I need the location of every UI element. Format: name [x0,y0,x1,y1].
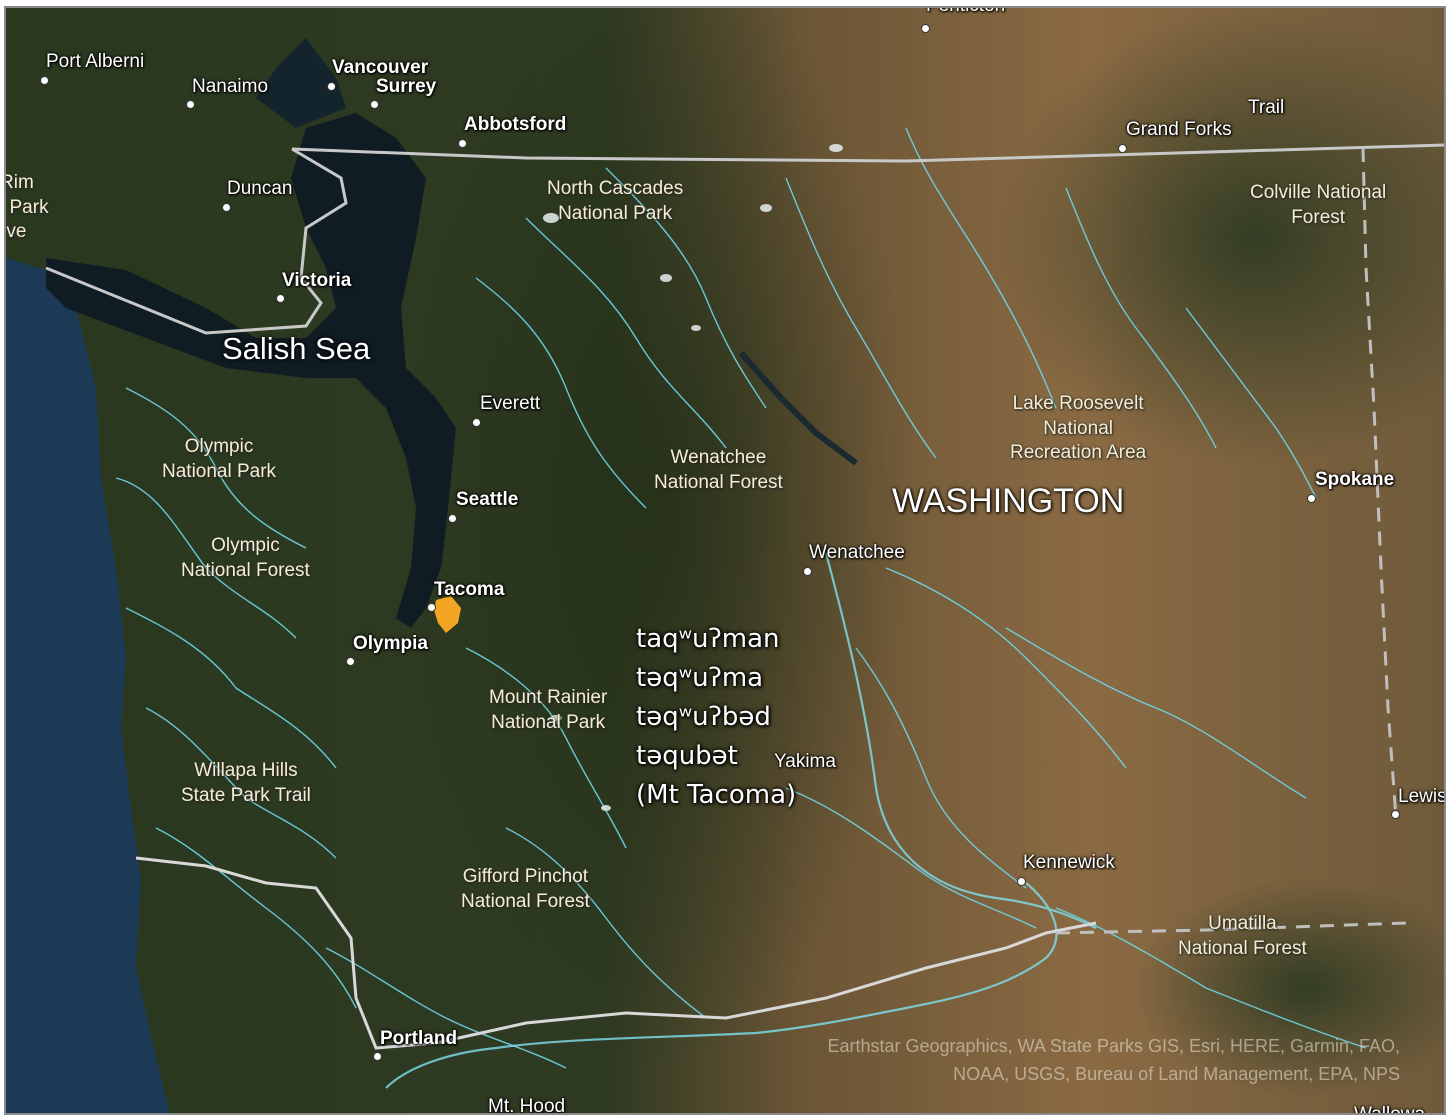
region-label: WASHINGTON [892,482,1125,520]
city-dot-penticton[interactable] [921,24,930,33]
park-label-lake-roosevelt[interactable]: Lake Roosevelt National Recreation Area [1010,393,1147,464]
park-label-gifford-pinchot[interactable]: Gifford Pinchot National Forest [461,866,590,912]
city-label-nanaimo[interactable]: Nanaimo [192,76,269,97]
northeast-forest [996,8,1444,468]
city-label-abbotsford[interactable]: Abbotsford [464,114,567,135]
blue-mountains-forest [1136,878,1444,1098]
mountain-name-list: taqʷuʔman təqʷuʔma təqʷuʔbəd təqubət (Mt… [636,620,796,815]
rivers [115,127,1367,1069]
park-label-olympic-nf[interactable]: Olympic National Forest [181,535,310,581]
city-dot-port-alberni[interactable] [40,76,49,85]
city-dot-kennewick[interactable] [1017,877,1026,886]
dashed-boundaries [1055,147,1407,935]
or-id-border [1055,921,1407,935]
mountain-name: (Mt Tacoma) [636,780,797,810]
city-dot-tacoma[interactable] [427,603,436,612]
city-label-lewis[interactable]: Lewis [1398,786,1446,807]
city-label-mt-hood[interactable]: Mt. Hood [488,1096,566,1115]
city-label-olympia[interactable]: Olympia [353,633,428,654]
city-dot-duncan[interactable] [222,203,231,212]
attribution-line: Earthstar Geographics, WA State Parks GI… [827,1036,1400,1056]
city-dot-olympia[interactable] [346,657,355,666]
city-label-vancouver[interactable]: Vancouver [332,57,429,78]
water-label: Salish Sea [222,331,371,366]
salish-sea [46,113,456,628]
city-label-wenatchee[interactable]: Wenatchee [809,542,905,563]
park-label-wenatchee-nf[interactable]: Wenatchee National Forest [654,447,783,493]
canada-us-border [291,143,1444,163]
city-label-penticton[interactable]: Penticton [926,8,1005,15]
city-dot-portland[interactable] [373,1052,382,1061]
city-label-yakima[interactable]: Yakima [774,751,836,772]
city-label-surrey[interactable]: Surrey [376,76,437,97]
mountain-name: təqubət [636,741,738,771]
park-label-colville[interactable]: Colville National Forest [1250,182,1387,228]
city-dot-everett[interactable] [472,418,481,427]
map-canvas[interactable] [6,8,1446,1115]
park-label-north-cascades[interactable]: North Cascades National Park [547,178,684,224]
cascades-forest [396,8,916,1068]
city-label-duncan[interactable]: Duncan [227,178,293,199]
major-rivers [385,552,1097,1089]
city-dot-spokane[interactable] [1307,494,1316,503]
map-attribution[interactable]: Earthstar Geographics, WA State Parks GI… [827,1032,1400,1088]
city-dot-seattle[interactable] [448,514,457,523]
city-label-victoria[interactable]: Victoria [282,270,352,291]
mountain-name: taqʷuʔman [636,624,780,654]
city-label-wallowa[interactable]: Wallowa [1354,1104,1426,1115]
strait-border [45,147,348,335]
park-label-rim-park[interactable]: Rim l Park rve [6,172,49,243]
city-dot-lewis[interactable] [1391,810,1400,819]
city-dot-wenatchee[interactable] [803,567,812,576]
city-label-grand-forks[interactable]: Grand Forks [1126,119,1232,140]
snow-peaks [543,144,843,811]
pacific-ocean [6,258,170,1113]
attribution-line: NOAA, USGS, Bureau of Land Management, E… [953,1064,1400,1084]
city-label-seattle[interactable]: Seattle [456,489,519,510]
tacoma-highlight [434,596,461,633]
boundaries [45,143,1444,1050]
city-dot-grand-forks[interactable] [1118,144,1127,153]
city-label-kennewick[interactable]: Kennewick [1023,852,1115,873]
city-dot-victoria[interactable] [276,294,285,303]
park-label-willapa-hills[interactable]: Willapa Hills State Park Trail [181,760,311,806]
city-dot-surrey[interactable] [370,100,379,109]
mountain-name: təqʷuʔma [636,663,764,693]
city-dot-abbotsford[interactable] [458,139,467,148]
city-dot-nanaimo[interactable] [186,100,195,109]
park-label-umatilla[interactable]: Umatilla National Forest [1178,913,1307,959]
city-label-everett[interactable]: Everett [480,393,541,414]
city-dot-vancouver[interactable] [327,82,336,91]
park-label-olympic-np[interactable]: Olympic National Park [162,436,277,482]
city-label-port-alberni[interactable]: Port Alberni [46,51,145,72]
city-label-portland[interactable]: Portland [380,1028,458,1049]
lake-chelan [738,351,858,466]
mountain-name: təqʷuʔbəd [636,702,771,732]
wa-or-border [135,856,1097,1050]
map-frame: Salish Sea WASHINGTON Port Alberni Nanai… [4,6,1446,1115]
city-label-trail[interactable]: Trail [1248,97,1285,118]
wa-id-border [1361,147,1398,819]
city-label-tacoma[interactable]: Tacoma [434,579,505,600]
city-label-spokane[interactable]: Spokane [1315,469,1395,490]
park-label-mount-rainier[interactable]: Mount Rainier National Park [489,687,608,733]
georgia-strait [256,38,346,128]
